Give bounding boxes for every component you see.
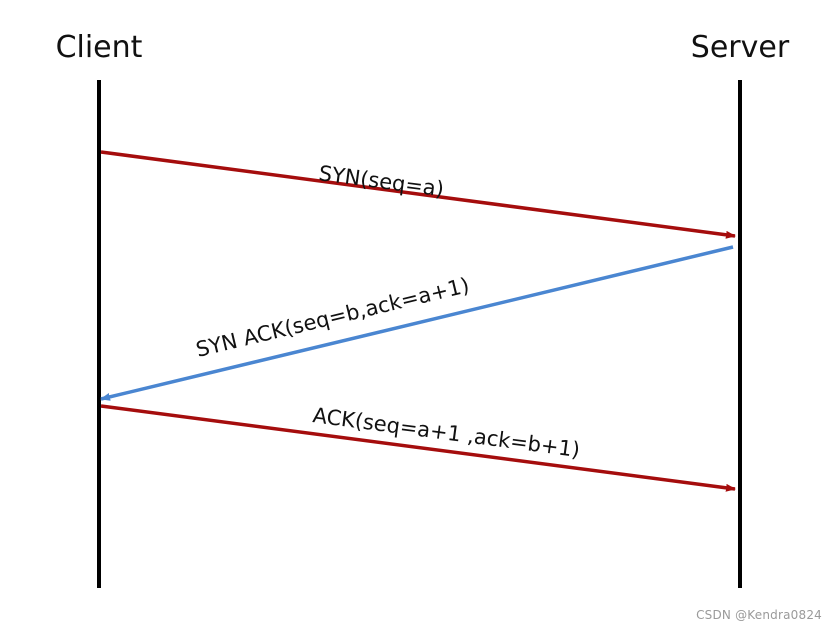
syn-arrow xyxy=(100,150,736,239)
ack-label: ACK(seq=a+1 ,ack=b+1) xyxy=(311,403,581,462)
syn-ack-label: SYN ACK(seq=b,ack=a+1) xyxy=(194,273,472,362)
client-title: Client xyxy=(56,30,143,65)
watermark-text: CSDN @Kendra0824 xyxy=(696,608,822,622)
server-title: Server xyxy=(691,30,790,65)
ack-arrow xyxy=(100,404,736,492)
syn-ack-arrow xyxy=(100,245,734,401)
syn-label: SYN(seq=a) xyxy=(317,161,445,201)
